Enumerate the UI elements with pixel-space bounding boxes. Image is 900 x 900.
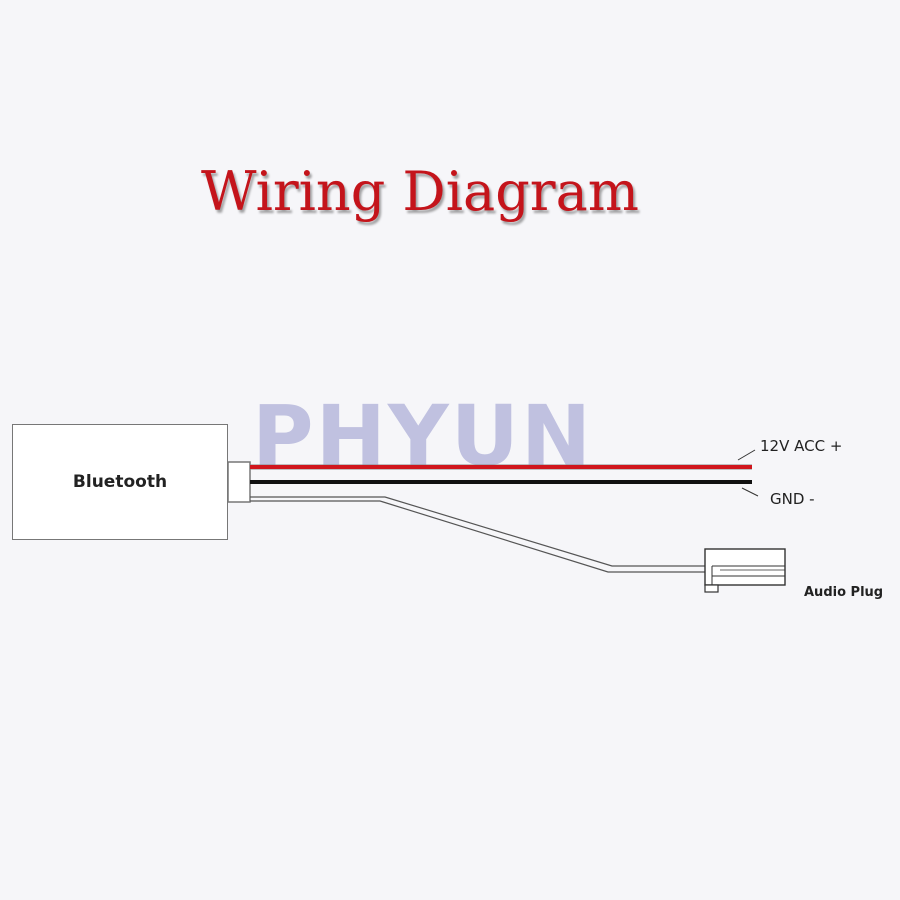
bluetooth-module-label: Bluetooth [72, 472, 168, 492]
watermark-text: PHYUN [252, 387, 594, 485]
acc-leader [737, 449, 756, 461]
gnd-wire-label: GND - [770, 490, 815, 508]
audio-plug-foot [704, 584, 719, 593]
acc-wire-label: 12V ACC + [760, 437, 843, 455]
audio-plug-body [704, 548, 786, 586]
module-connector [227, 461, 251, 503]
diagram-title: Wiring Diagram [201, 160, 639, 223]
audio-plug [704, 548, 786, 593]
audio-wire [250, 496, 708, 567]
gnd-leader [741, 487, 759, 497]
audio-plug-label: Audio Plug [804, 585, 884, 600]
bluetooth-module: Bluetooth [12, 424, 228, 540]
audio-wire-inner [250, 500, 708, 573]
